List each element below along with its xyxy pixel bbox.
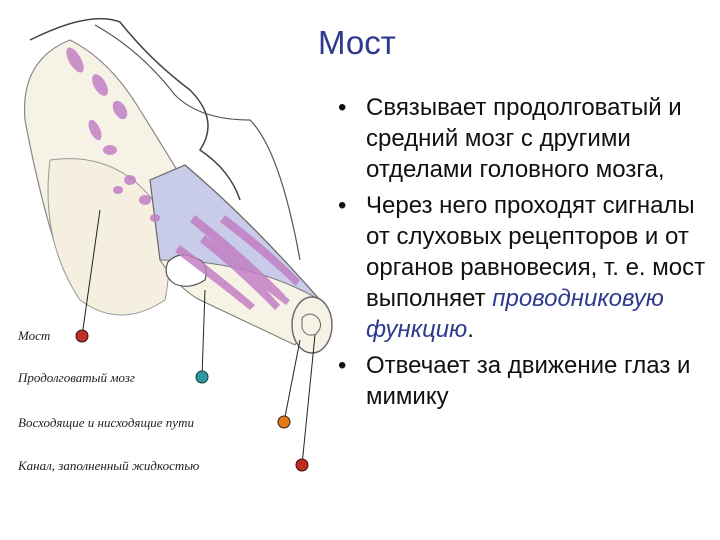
marker-medulla — [195, 370, 209, 384]
bullet-item: Связывает продолговатый и средний мозг с… — [336, 92, 720, 185]
bullet-list: Связывает продолговатый и средний мозг с… — [336, 92, 720, 417]
tract-stripes — [66, 47, 300, 310]
cross-section-inner — [301, 313, 322, 336]
marker-canal — [295, 458, 309, 472]
marker-pons — [75, 329, 89, 343]
label-medulla: Продолговатый мозг — [18, 370, 135, 385]
marker-tracts — [277, 415, 291, 429]
bullet-text: Отвечает за движение глаз и мимику — [366, 352, 691, 410]
bullet-text-end: . — [467, 316, 474, 343]
bullet-item: Через него проходят сигналы от слуховых … — [336, 190, 720, 345]
label-canal: Канал, заполненный жидкостью — [18, 458, 200, 473]
label-pons: Мост — [18, 328, 51, 343]
cross-section — [291, 296, 333, 354]
label-tracts: Восходящие и нисходящие пути — [18, 415, 194, 430]
brain-outline — [29, 17, 241, 201]
bullet-text: Связывает продолговатый и средний мозг с… — [366, 94, 682, 183]
leader-lines — [81, 209, 316, 466]
bullet-text: Через него проходят сигналы от слуховых … — [366, 192, 706, 312]
cerebellum-outline — [94, 24, 301, 261]
bullet-item: Отвечает за движение глаз и мимику — [336, 350, 720, 412]
bullet-emphasis: проводниковую функцию — [366, 285, 664, 343]
slide-title: Мост — [318, 24, 396, 61]
